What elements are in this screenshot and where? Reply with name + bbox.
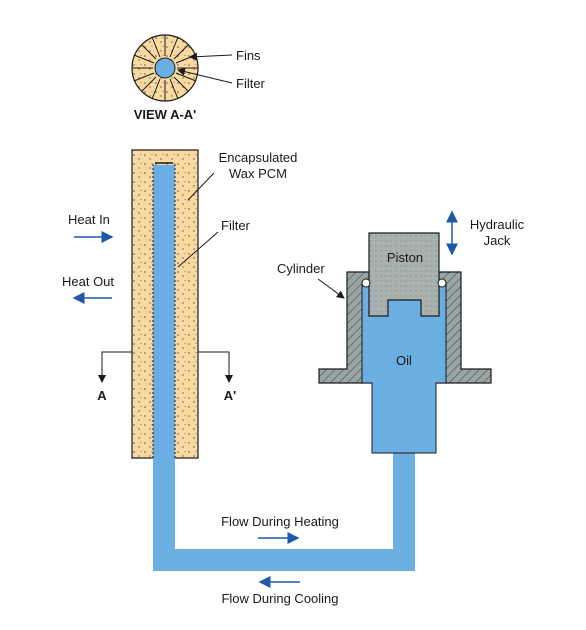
encapsulated-label-2: Wax PCM [229,166,287,181]
view-fins [132,35,198,101]
jack-title-2: Jack [484,233,511,248]
piston [368,232,440,317]
flow-heating-label: Flow During Heating [221,514,339,529]
view-aa-cross-section: Fins Filter VIEW A-A' [131,34,266,122]
cylinder-label: Cylinder [277,261,325,276]
section-label-a: A [97,388,107,403]
wax-leader [187,172,215,201]
oil-label: Oil [396,353,412,368]
section-line-right [198,351,233,383]
cylinder-leader [317,278,345,299]
jack-title-1: Hydraulic [470,217,525,232]
view-title: VIEW A-A' [134,107,197,122]
flow-annotations: Flow During Heating Flow During Cooling [221,514,339,606]
filter-leader-top [177,67,233,84]
flow-cooling-label: Flow During Cooling [221,591,338,606]
view-filter-label: Filter [236,76,266,91]
hydraulic-jack: Piston Oil Cylinder Hydraulic Jack [277,210,525,454]
seal-left [361,278,371,288]
pcm-filter-label: Filter [221,218,251,233]
section-line-left [98,351,132,383]
piston-label: Piston [387,250,423,265]
view-filter-core [154,57,176,79]
heat-in-label: Heat In [68,212,110,227]
seal-right [437,278,447,288]
encapsulated-label-1: Encapsulated [219,150,298,165]
fins-leader [189,52,233,61]
section-label-a-prime: A' [224,388,236,403]
oil-chamber [361,282,447,454]
pcm-filter-leader [177,231,219,268]
heat-out-label: Heat Out [62,274,114,289]
pcm-column: A A' Encapsulated Wax PCM Filter Heat In… [62,149,415,571]
fins-label: Fins [236,48,261,63]
